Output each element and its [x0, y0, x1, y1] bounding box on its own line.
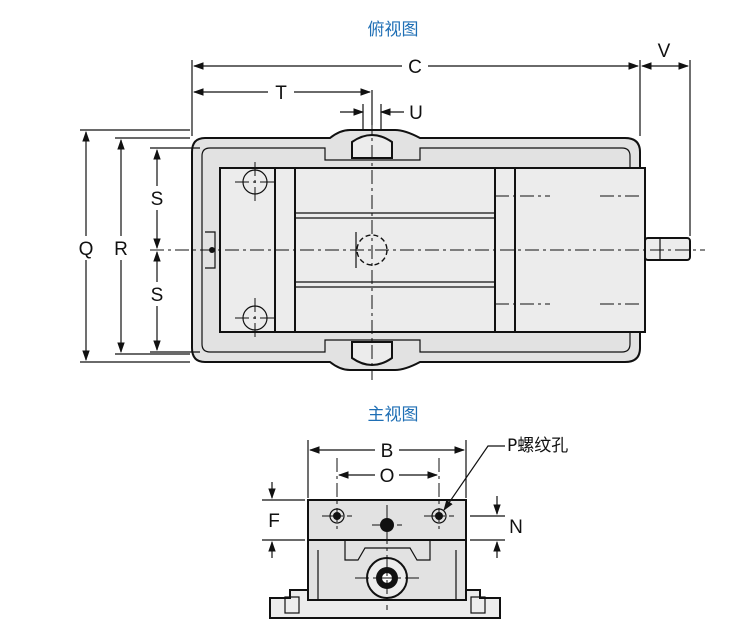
- drive-shaft: [644, 237, 691, 261]
- dim-label-R: R: [114, 239, 128, 260]
- dim-label-U: U: [409, 103, 423, 124]
- vise-inner-frame: [201, 147, 631, 353]
- dim-label-B: B: [381, 441, 394, 462]
- dim-label-S-lower: S: [151, 285, 164, 306]
- dim-label-T: T: [275, 83, 287, 104]
- top-view: C V T U Q R S S: [74, 41, 705, 380]
- dim-label-V: V: [658, 41, 671, 62]
- front-view: B O F N P螺纹孔: [262, 436, 568, 619]
- dim-label-O: O: [380, 466, 395, 487]
- dim-label-Q: Q: [79, 239, 94, 260]
- dim-label-N: N: [509, 517, 523, 538]
- dim-label-S-upper: S: [151, 189, 164, 210]
- callout-thread-hole: P螺纹孔: [507, 436, 568, 456]
- top-view-title: 俯视图: [368, 20, 419, 40]
- thread-hole-leader: [443, 445, 505, 511]
- front-view-title: 主视图: [368, 405, 419, 425]
- dim-label-F: F: [268, 511, 280, 532]
- dim-label-C: C: [408, 57, 422, 78]
